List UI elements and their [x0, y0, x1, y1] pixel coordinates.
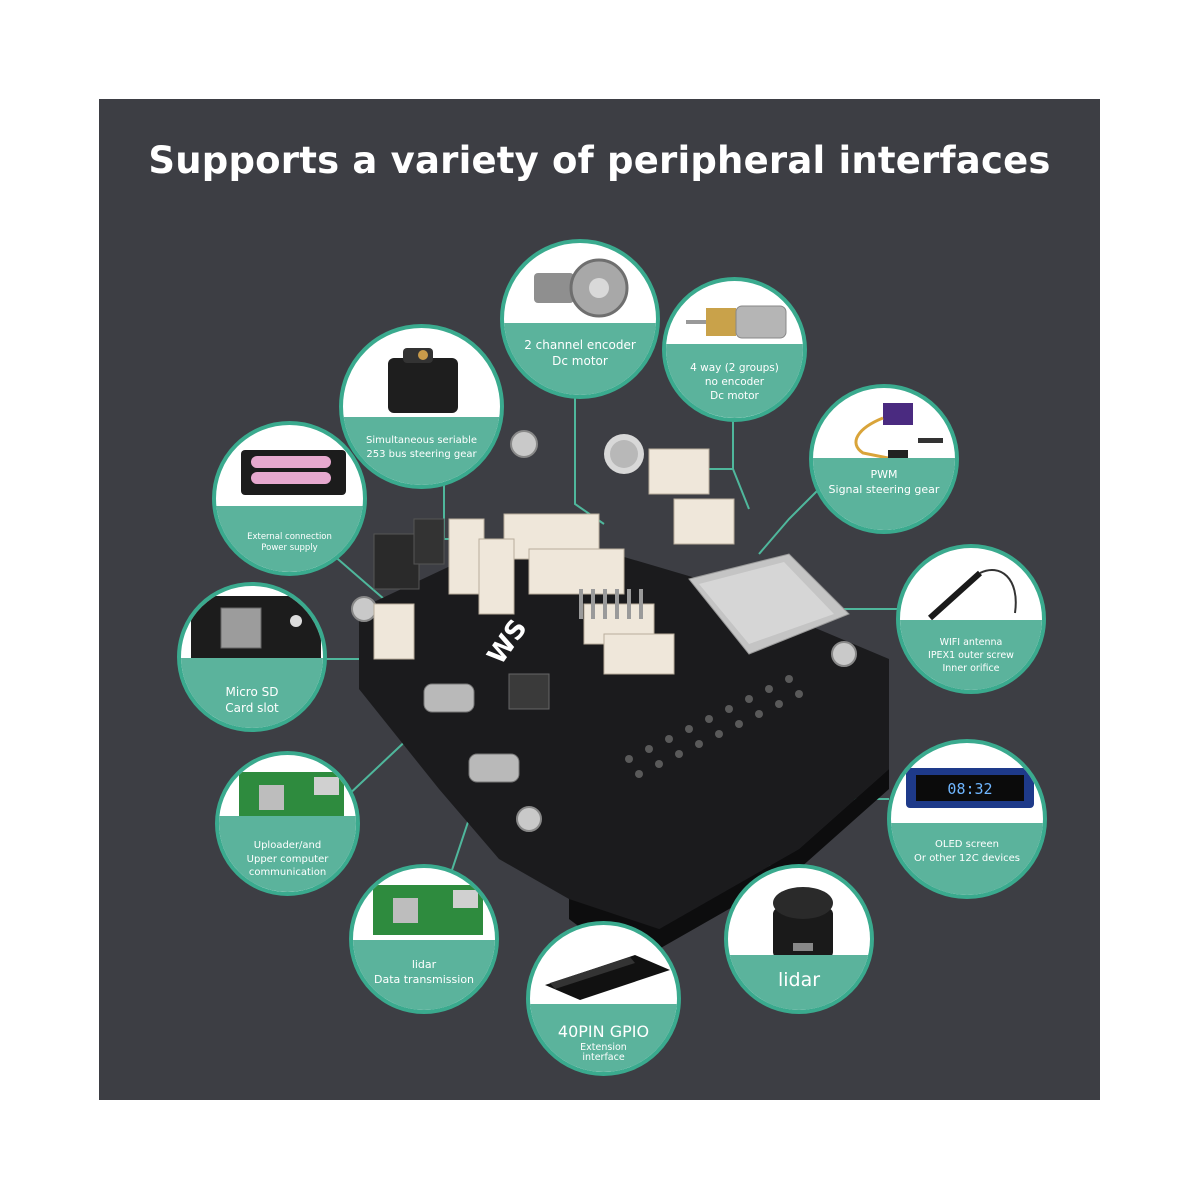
- callout-gpio: 40PIN GPIO Extension interface: [526, 921, 681, 1076]
- wire-n20-b: [732, 468, 750, 510]
- page-title: Supports a variety of peripheral interfa…: [148, 139, 1051, 182]
- gpio-header-icon: [545, 955, 670, 1000]
- callout-lidar: lidar: [724, 864, 874, 1014]
- oled-screen-icon: 08:32: [906, 768, 1034, 808]
- n20-motor-icon: [686, 305, 787, 339]
- raspberry-pi-icon: [239, 772, 344, 822]
- micro-servo-icon: [854, 403, 943, 460]
- antenna-icon: [927, 568, 1017, 621]
- gear-motor-icon: [534, 258, 629, 318]
- wire-pwm: [758, 488, 820, 555]
- diagram-panel: Supports a variety of peripheral interfa…: [99, 99, 1100, 1100]
- battery-holder-icon: [241, 450, 346, 495]
- raspberry-pi-icon: [373, 885, 483, 935]
- bus-servo-icon: [388, 348, 458, 413]
- micro-sd-icon: [191, 596, 321, 661]
- driver-board: WS: [351, 430, 889, 949]
- oled-screen-text: 08:32: [947, 780, 992, 798]
- lidar-sensor-icon: [773, 887, 833, 958]
